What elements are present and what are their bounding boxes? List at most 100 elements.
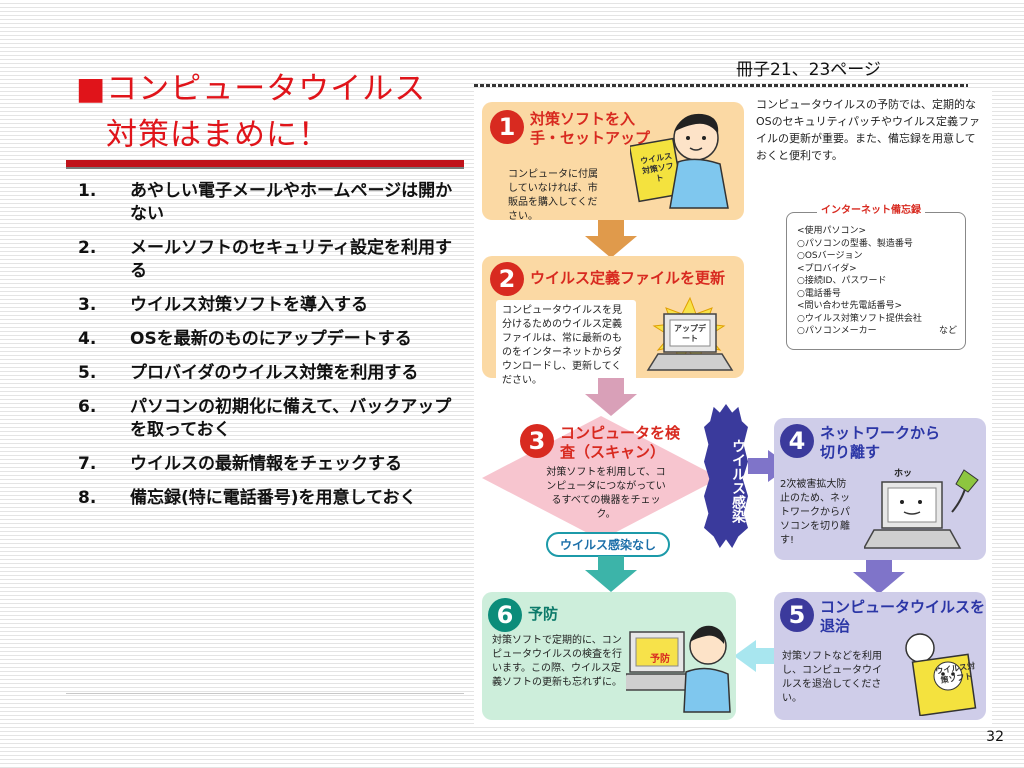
arrow-infected-to-step4-stem <box>748 458 770 474</box>
step1-number: 1 <box>490 110 524 144</box>
step3-body: 対策ソフトを利用して、コンピュータにつながっているすべての機器をチェック。 <box>546 467 666 520</box>
step4-body: 2次被害拡大防止のため、ネットワークからパソコンを切り離す! <box>780 479 850 546</box>
step2-box: 2 ウイルス定義ファイルを更新 コンピュータウイルスを見分けるためのウイルス定義… <box>482 256 744 392</box>
arrow-step3-to-step6 <box>585 570 637 592</box>
memo-line: ○電話番号 <box>797 288 841 299</box>
reference-divider <box>474 84 968 87</box>
arrow-step3-to-step6-stem <box>598 556 624 570</box>
memo-line: <プロバイダ> <box>797 263 857 274</box>
person-holding-software-illustration <box>630 113 729 209</box>
title-underline <box>66 160 464 167</box>
arrow-step4-to-step5-stem <box>866 560 892 572</box>
step6-header: 6 予防 <box>488 598 558 632</box>
list-item-number: 8. <box>78 488 97 508</box>
list-item-number: 5. <box>78 363 97 383</box>
list-bottom-divider <box>66 693 464 694</box>
list-item-text: あやしい電子メールやホームページは開かない <box>130 181 453 224</box>
list-item-number: 1. <box>78 181 97 201</box>
step4-title: ネットワークから切り離す <box>820 424 941 461</box>
step2-number: 2 <box>490 262 524 296</box>
list-item-text: OSを最新のものにアップデートする <box>130 329 412 349</box>
list-item-text: 備忘録(特に電話番号)を用意しておく <box>130 488 417 508</box>
step5-body: 対策ソフトなどを利用し、コンピュータウイルスを退治してください。 <box>782 651 882 704</box>
list-item-number: 4. <box>78 329 97 349</box>
list-item-number: 2. <box>78 238 97 258</box>
memo-line-left: ○パソコンメーカー <box>797 326 877 336</box>
arrow-step2-to-step3 <box>585 394 637 416</box>
memo-title: インターネット備忘録 <box>817 205 925 218</box>
step3-header: 3 コンピュータを検査（スキャン） <box>520 424 680 462</box>
list-item: 5. プロバイダのウイルス対策を利用する <box>78 362 458 385</box>
slide-title: ■コンピュータウイルス 対策はまめに！ <box>76 66 456 158</box>
arrow-step5-to-step6-stem <box>754 648 774 664</box>
step2-screen-label: アップデート <box>674 324 706 343</box>
countermeasure-list: 1. あやしい電子メールやホームページは開かない 2. メールソフトのセキュリティ設… <box>78 180 458 521</box>
arrow-step1-to-step2-stem <box>598 220 624 236</box>
step6-body: 対策ソフトで定期的に、コンピュータウイルスの検査を行います。この際、ウイルス定義… <box>492 635 622 688</box>
memo-line: ○接続ID、パスワード <box>797 276 887 286</box>
step6-screen-label: 予防 <box>650 654 670 665</box>
step5-header: 5 コンピュータウイルスを退治 <box>780 598 990 636</box>
memo-box: インターネット備忘録 <使用パソコン> ○パソコンの型番、製造番号 ○OSバージ… <box>786 205 966 350</box>
step1-header: 1 対策ソフトを入手・セットアップ <box>490 110 650 148</box>
step4-number: 4 <box>780 424 814 458</box>
list-item-text: パソコンの初期化に備えて、バックアップを取っておく <box>130 397 452 440</box>
diagram-intro-text: コンピュータウイルスの予防では、定期的なOSのセキュリティパッチやウイルス定義フ… <box>756 98 980 162</box>
list-item-text: ウイルス対策ソフトを導入する <box>130 295 368 315</box>
step2-title: ウイルス定義ファイルを更新 <box>530 269 726 287</box>
step3-number: 3 <box>520 424 554 458</box>
person-using-laptop-illustration <box>626 625 731 713</box>
step5-number: 5 <box>780 598 814 632</box>
antivirus-package-illustration <box>905 633 977 716</box>
arrow-step4-to-step5 <box>853 572 905 594</box>
step1-body: コンピュータに付属していなければ、市販品を購入してください。 <box>508 169 598 222</box>
step1-package-label: ウイルス対策ソフト <box>639 151 675 184</box>
title-underline-shadow <box>66 167 464 169</box>
laptop-update-illustration <box>646 296 734 371</box>
step1-title: 対策ソフトを入手・セットアップ <box>530 110 651 147</box>
memo-line: ○パソコンの型番、製造番号 <box>797 238 913 249</box>
memo-line: ○パソコンメーカー など <box>797 325 957 338</box>
list-item: 4. OSを最新のものにアップデートする <box>78 328 458 351</box>
step5-box: 5 コンピュータウイルスを退治 対策ソフトなどを利用し、コンピュータウイルスを退… <box>774 592 986 720</box>
step6-box: 6 予防 対策ソフトで定期的に、コンピュータウイルスの検査を行います。この際、ウ… <box>482 592 736 720</box>
list-item: 8. 備忘録(特に電話番号)を用意しておく <box>78 487 458 510</box>
list-item-text: ウイルスの最新情報をチェックする <box>130 454 402 474</box>
list-item-number: 6. <box>78 397 97 417</box>
slide-title-line1: ■コンピュータウイルス <box>76 71 427 107</box>
memo-line: ○ウイルス対策ソフト提供会社 <box>797 313 922 324</box>
list-item: 6. パソコンの初期化に備えて、バックアップを取っておく <box>78 396 458 442</box>
memo-line: <使用パソコン> <box>797 226 867 236</box>
list-item: 3. ウイルス対策ソフトを導入する <box>78 294 458 317</box>
page-reference: 冊子21、23ページ <box>736 60 881 80</box>
arrow-step2-to-step3-stem <box>598 378 624 394</box>
arrow-step5-to-step6 <box>734 640 756 672</box>
list-item: 7. ウイルスの最新情報をチェックする <box>78 453 458 476</box>
list-item: 1. あやしい電子メールやホームページは開かない <box>78 180 458 226</box>
memo-line: ○OSバージョン <box>797 251 863 261</box>
virus-infected-banner: ウイルス感染 <box>704 404 748 548</box>
step4-exclaim: ホッ <box>894 469 913 479</box>
memo-line: <問い合わせ先電話番号> <box>797 301 903 311</box>
memo-line-right: など <box>938 326 957 336</box>
step1-box: 1 対策ソフトを入手・セットアップ コンピュータに付属していなければ、市販品を購… <box>482 102 744 222</box>
disconnected-laptop-illustration <box>864 469 979 549</box>
list-item: 2. メールソフトのセキュリティ設定を利用する <box>78 237 458 283</box>
step2-body: コンピュータウイルスを見分けるためのウイルス定義ファイルは、常に最新のものをイン… <box>496 300 636 392</box>
page-number: 32 <box>986 729 1004 745</box>
virus-flow-diagram: コンピュータウイルスの予防では、定期的なOSのセキュリティパッチやウイルス定義フ… <box>474 88 992 724</box>
no-virus-label: ウイルス感染なし <box>546 532 671 557</box>
list-item-text: メールソフトのセキュリティ設定を利用する <box>130 238 452 281</box>
step6-title: 予防 <box>528 605 559 623</box>
list-item-text: プロバイダのウイルス対策を利用する <box>130 363 419 383</box>
arrow-step1-to-step2 <box>585 236 637 258</box>
step4-header: 4 ネットワークから切り離す <box>780 424 950 462</box>
list-item-number: 7. <box>78 454 97 474</box>
step5-title: コンピュータウイルスを退治 <box>820 598 986 635</box>
list-item-number: 3. <box>78 295 97 315</box>
step2-header: 2 ウイルス定義ファイルを更新 <box>490 262 725 296</box>
step3-title: コンピュータを検査（スキャン） <box>560 424 681 461</box>
slide-title-line2: 対策はまめに！ <box>106 117 330 153</box>
step4-box: 4 ネットワークから切り離す 2次被害拡大防止のため、ネットワークからパソコンを… <box>774 418 986 560</box>
step6-number: 6 <box>488 598 522 632</box>
